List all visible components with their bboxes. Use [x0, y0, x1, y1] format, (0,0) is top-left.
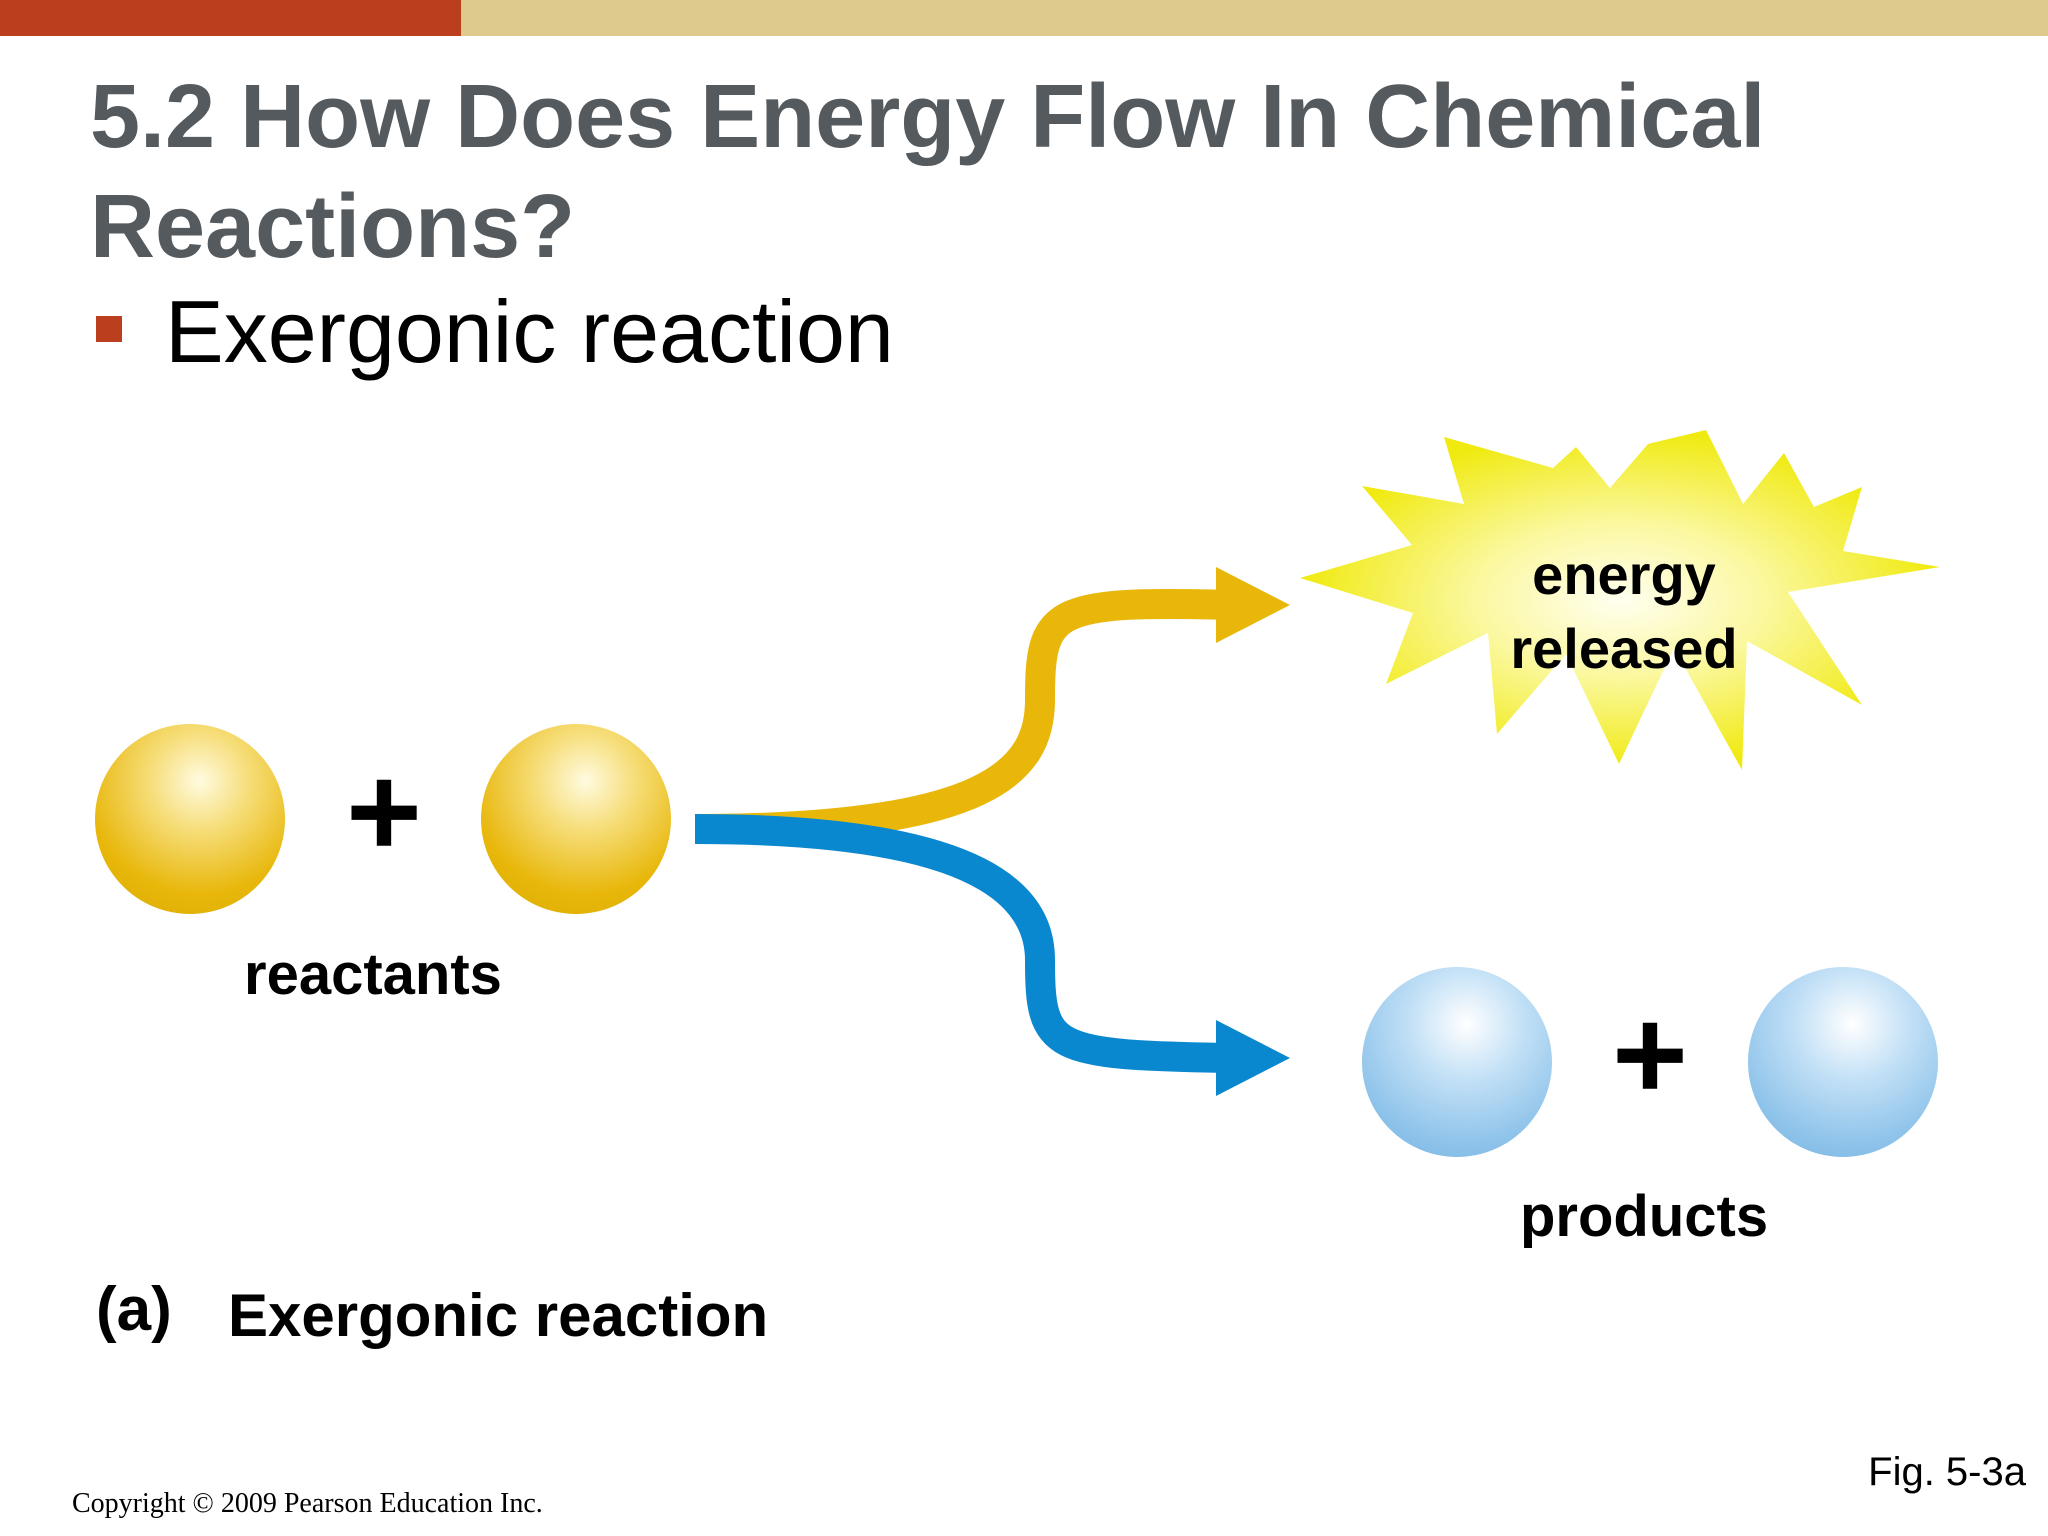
bullet-square-icon [96, 316, 122, 342]
figure-label: Fig. 5-3a [1868, 1450, 2026, 1494]
energy-label-line1: energy [1532, 543, 1716, 606]
product-plus-sign: + [1612, 981, 1688, 1127]
panel-letter: (a) [96, 1275, 172, 1344]
energy-arrow-icon [694, 567, 1290, 844]
products-label: products [1520, 1184, 1769, 1249]
product-sphere-icon [1748, 967, 1938, 1157]
top-accent-bar-red [0, 0, 461, 36]
energy-released-label: energy released [1420, 538, 1828, 686]
energy-burst-icon [1300, 430, 1940, 770]
reactant-plus-sign: + [346, 738, 422, 884]
panel-caption: Exergonic reaction [228, 1282, 769, 1349]
bullet-text: Exergonic reaction [165, 282, 894, 381]
copyright-text: Copyright © 2009 Pearson Education Inc. [72, 1488, 543, 1519]
energy-label-line2: released [1510, 617, 1738, 680]
top-accent-bar-tan [461, 0, 2048, 36]
product-sphere-icon [1362, 967, 1552, 1157]
slide-title: 5.2 How Does Energy Flow In Chemical Rea… [90, 67, 1766, 277]
reactants-label: reactants [244, 942, 502, 1007]
reactant-sphere-icon [95, 724, 285, 914]
product-arrow-icon [694, 814, 1290, 1096]
reactant-sphere-icon [481, 724, 671, 914]
